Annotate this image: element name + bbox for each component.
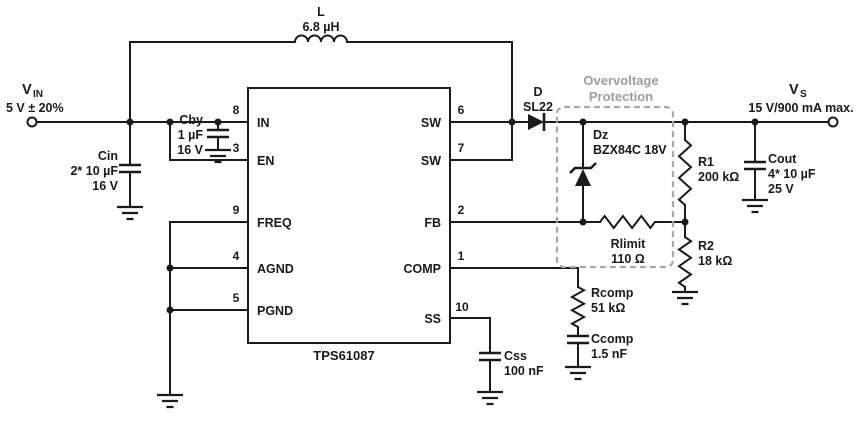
inductor-icon — [294, 34, 348, 43]
capacitor-icon — [567, 334, 589, 345]
pin-number-sw1: 6 — [458, 103, 465, 117]
r2-value: 18 kΩ — [698, 254, 732, 268]
capacitor-css: Css 100 nF — [479, 349, 544, 378]
ground-icon — [157, 393, 183, 409]
output-voltage-value: 15 V/900 mA max. — [748, 101, 853, 115]
pin-number-fb: 2 — [458, 203, 465, 217]
ccomp-ref: Ccomp — [591, 332, 634, 346]
pin-number-en: 3 — [233, 141, 240, 155]
cout-ref: Cout — [768, 152, 797, 166]
ground-symbols — [117, 148, 768, 409]
rlimit-ref: Rlimit — [611, 237, 647, 251]
diode-d: D SL22 — [523, 85, 553, 131]
cby-value: 1 µF — [178, 128, 204, 142]
pin-number-comp: 1 — [458, 249, 465, 263]
css-ref: Css — [504, 349, 527, 363]
ground-icon — [477, 390, 503, 406]
pin-label-ss: SS — [424, 312, 441, 326]
rlimit-value: 110 Ω — [611, 252, 645, 266]
capacitor-cin: Cin 2* 10 µF 16 V — [70, 149, 141, 193]
resistor-rcomp: Rcomp 51 kΩ — [569, 286, 634, 328]
pin-number-freq: 9 — [233, 203, 240, 217]
cby-rating: 16 V — [177, 143, 203, 157]
pin-label-in: IN — [257, 116, 270, 130]
capacitor-cby: Cby 1 µF 16 V — [177, 113, 229, 157]
capacitor-icon — [207, 128, 229, 139]
output-voltage-subscript: S — [800, 89, 807, 100]
ic-body — [247, 87, 451, 344]
output-terminal-icon — [827, 116, 839, 128]
ground-icon — [117, 205, 143, 221]
r1-ref: R1 — [698, 155, 714, 169]
pin-label-pgnd: PGND — [257, 304, 293, 318]
pin-label-comp: COMP — [404, 262, 442, 276]
input-voltage-symbol: V — [22, 82, 32, 98]
ic-part-label: TPS61087 — [313, 348, 374, 363]
pin-number-sw2: 7 — [458, 141, 465, 155]
zener-dz: Dz BZX84C 18V — [569, 128, 667, 186]
overvoltage-protection-group: Overvoltage Protection Dz BZX84C 18V Rli… — [555, 73, 675, 269]
input-terminal-icon — [26, 116, 38, 128]
r2-ref: R2 — [698, 239, 714, 253]
diode-value: SL22 — [523, 100, 553, 114]
pin-label-sw1: SW — [421, 116, 441, 130]
capacitor-icon — [744, 160, 766, 171]
inductor-l: L 6.8 µH — [294, 5, 348, 43]
output-voltage-symbol: V — [789, 82, 799, 98]
output-terminal: V S 15 V/900 mA max. — [748, 82, 854, 128]
pin-label-sw2: SW — [421, 154, 441, 168]
cby-ref: Cby — [179, 113, 203, 127]
r1-value: 200 kΩ — [698, 170, 739, 184]
ovp-label-line1: Overvoltage — [583, 73, 658, 88]
diode-icon — [528, 114, 544, 130]
cin-ref: Cin — [98, 149, 118, 163]
ic-tps61087: TPS61087 8 3 9 4 5 IN EN FREQ AGND PGND … — [233, 87, 469, 363]
resistor-rlimit: Rlimit 110 Ω — [599, 214, 656, 266]
zener-ref: Dz — [593, 128, 608, 142]
pin-number-ss: 10 — [455, 300, 469, 314]
cin-rating: 16 V — [92, 179, 118, 193]
ccomp-value: 1.5 nF — [591, 347, 627, 361]
pin-number-pgnd: 5 — [233, 291, 240, 305]
rcomp-ref: Rcomp — [591, 286, 634, 300]
pin-number-agnd: 4 — [233, 249, 240, 263]
capacitor-ccomp: Ccomp 1.5 nF — [567, 332, 634, 361]
rcomp-value: 51 kΩ — [591, 301, 625, 315]
ground-icon — [565, 365, 591, 381]
input-voltage-subscript: IN — [33, 89, 43, 100]
css-value: 100 nF — [504, 364, 544, 378]
junction-dots — [126, 118, 759, 314]
pin-number-in: 8 — [233, 103, 240, 117]
resistor-icon — [599, 214, 656, 230]
pin-label-fb: FB — [424, 216, 441, 230]
resistor-r1: R1 200 kΩ — [677, 139, 739, 206]
pin-label-freq: FREQ — [257, 216, 292, 230]
zener-icon — [575, 169, 591, 186]
inductor-value: 6.8 µH — [302, 20, 339, 34]
resistor-icon — [569, 286, 587, 328]
ground-icon — [672, 290, 698, 306]
ground-icon — [205, 148, 231, 164]
ground-icon — [742, 198, 768, 214]
pin-label-en: EN — [257, 154, 274, 168]
resistor-icon — [677, 139, 693, 206]
zener-value: BZX84C 18V — [593, 143, 667, 157]
capacitor-cout: Cout 4* 10 µF 25 V — [744, 152, 816, 196]
ovp-dashed-box — [555, 105, 675, 269]
input-terminal: V IN 5 V ± 20% — [6, 82, 64, 128]
capacitor-icon — [119, 163, 141, 174]
pin-label-agnd: AGND — [257, 262, 294, 276]
resistor-r2: R2 18 kΩ — [677, 236, 732, 288]
cout-rating: 25 V — [768, 182, 794, 196]
resistor-icon — [677, 236, 693, 288]
cout-value: 4* 10 µF — [768, 167, 816, 181]
input-voltage-value: 5 V ± 20% — [6, 101, 64, 115]
inductor-ref: L — [317, 5, 325, 19]
capacitor-icon — [479, 351, 501, 362]
cin-value: 2* 10 µF — [70, 164, 118, 178]
diode-ref: D — [533, 85, 542, 99]
ovp-label-line2: Protection — [589, 89, 653, 104]
